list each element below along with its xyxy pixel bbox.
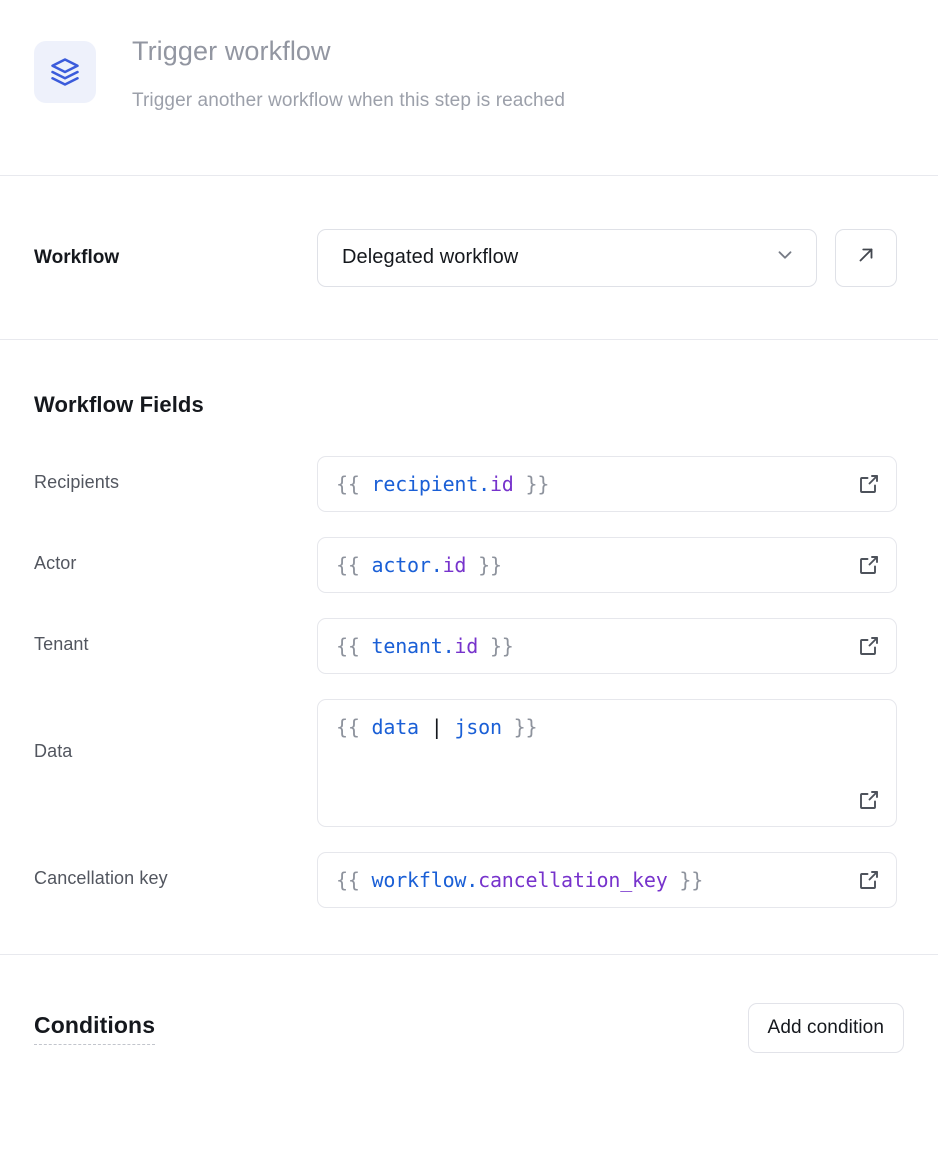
token-brace <box>419 715 431 739</box>
token-obj: data <box>371 715 420 739</box>
template-expression: {{ tenant.id }} <box>336 632 844 660</box>
token-pipe: | <box>430 715 443 739</box>
step-header-text: Trigger workflow Trigger another workflo… <box>132 32 565 114</box>
external-link-icon[interactable] <box>856 552 882 578</box>
field-template-input[interactable]: {{ actor.id }} <box>317 537 897 593</box>
token-prop: cancellation_key <box>478 868 668 892</box>
arrow-up-right-icon <box>855 244 877 271</box>
field-label: Actor <box>34 553 77 573</box>
field-label: Tenant <box>34 634 89 654</box>
workflow-field-row: Actor {{ actor.id }} <box>34 537 904 593</box>
workflow-fields-section: Workflow Fields Recipients{{ recipient.i… <box>0 340 938 954</box>
field-label: Cancellation key <box>34 868 168 888</box>
token-brace: }} <box>466 553 502 577</box>
divider-header <box>0 175 938 176</box>
template-expression: {{ actor.id }} <box>336 551 844 579</box>
external-link-icon[interactable] <box>856 787 882 813</box>
token-dot: . <box>430 553 443 577</box>
workflow-field-row: Data {{ data | json }} <box>34 699 904 827</box>
template-expression: {{ data | json }} <box>336 713 844 741</box>
token-dot: . <box>478 472 490 496</box>
open-workflow-button[interactable] <box>835 228 897 287</box>
token-dot: . <box>466 868 479 892</box>
token-brace: }} <box>478 634 514 658</box>
workflow-select-wrap: Delegated workflow <box>317 228 897 287</box>
field-template-input[interactable]: {{ workflow.cancellation_key }} <box>317 852 897 908</box>
token-obj: actor <box>371 553 431 577</box>
workflow-select-section: Workflow Delegated workflow <box>0 176 938 339</box>
conditions-section: Conditions Add condition <box>0 955 938 1101</box>
template-expression: {{ workflow.cancellation_key }} <box>336 866 844 894</box>
token-brace: {{ <box>336 634 372 658</box>
workflow-fields-list: Recipients{{ recipient.id }}Actor{{ acto… <box>34 456 904 908</box>
token-obj: recipient <box>371 472 479 496</box>
token-obj: workflow <box>371 868 467 892</box>
workflow-field-row: Cancellation key {{ workflow.cancellation… <box>34 852 904 908</box>
divider-fields <box>0 954 938 955</box>
token-obj: tenant <box>371 634 443 658</box>
page-subtitle: Trigger another workflow when this step … <box>132 90 566 112</box>
conditions-title: Conditions <box>34 1012 156 1045</box>
field-label: Recipients <box>34 472 120 492</box>
token-brace <box>443 715 455 739</box>
page-title: Trigger workflow <box>132 36 331 66</box>
token-brace: {{ <box>336 553 372 577</box>
token-filter: json <box>454 715 502 739</box>
token-dot: . <box>442 634 455 658</box>
workflow-fields-heading: Workflow Fields <box>34 392 204 417</box>
workflow-field-row: Recipients {{ recipient.id }} <box>34 456 904 512</box>
external-link-icon[interactable] <box>856 867 882 893</box>
external-link-icon[interactable] <box>856 633 882 659</box>
field-template-input[interactable]: {{ data | json }} <box>317 699 897 827</box>
token-brace: }} <box>501 715 538 739</box>
field-label: Data <box>34 741 73 761</box>
token-brace: }} <box>667 868 704 892</box>
divider-workflow <box>0 339 938 340</box>
workflow-field-row: Tenant {{ tenant.id }} <box>34 618 904 674</box>
workflow-select[interactable]: Delegated workflow <box>317 228 817 287</box>
workflow-select-value: Delegated workflow <box>342 246 519 268</box>
token-brace: {{ <box>336 715 372 739</box>
token-brace: {{ <box>336 868 372 892</box>
chevron-down-icon <box>774 244 796 271</box>
add-condition-button[interactable]: Add condition <box>747 1003 904 1053</box>
layers-icon <box>34 41 96 103</box>
token-brace: }} <box>513 472 550 496</box>
field-template-input[interactable]: {{ recipient.id }} <box>317 456 897 512</box>
token-prop: id <box>454 634 479 658</box>
step-header: Trigger workflow Trigger another workflo… <box>0 0 938 175</box>
field-template-input[interactable]: {{ tenant.id }} <box>317 618 897 674</box>
workflow-label: Workflow <box>34 246 120 268</box>
token-prop: id <box>442 553 467 577</box>
template-expression: {{ recipient.id }} <box>336 470 844 498</box>
token-prop: id <box>489 472 514 496</box>
token-brace: {{ <box>336 472 372 496</box>
external-link-icon[interactable] <box>856 471 882 497</box>
